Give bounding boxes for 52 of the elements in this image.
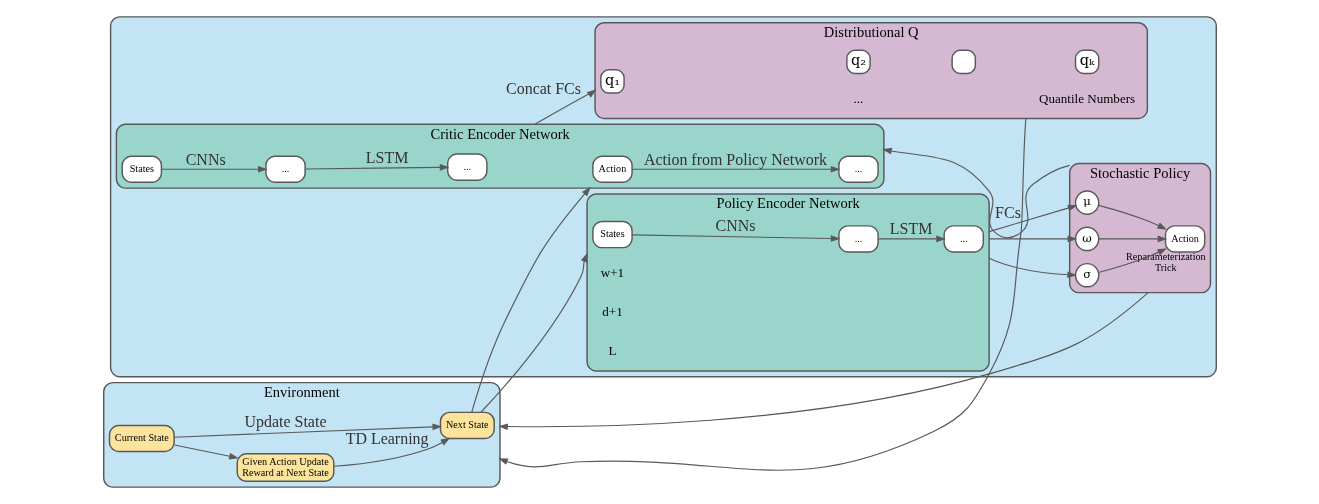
node-box: States — [591, 220, 633, 249]
arrow — [160, 165, 268, 173]
arrow — [631, 165, 840, 173]
label: d+1 — [601, 304, 623, 320]
edge-label: TD Learning — [345, 430, 429, 448]
node-box: ... — [837, 225, 879, 253]
label: Quantile Numbers — [1038, 90, 1135, 106]
node-box: ... — [837, 155, 879, 184]
edge-label: Action from Policy Network — [643, 150, 827, 168]
edge-label: Concat FCs — [505, 80, 581, 98]
arrow — [881, 147, 1070, 239]
arrow — [877, 235, 946, 243]
node-circle: μ — [1074, 190, 1099, 215]
label: ... — [853, 90, 863, 106]
label: L — [607, 343, 616, 359]
node-box: Action — [591, 155, 633, 184]
arrow — [479, 252, 588, 413]
node-box: Given Action Update Reward at Next State — [236, 453, 334, 483]
label: w+1 — [600, 264, 624, 280]
edge-label: LSTM — [889, 220, 932, 238]
arrow — [173, 444, 239, 460]
arrow — [988, 235, 1077, 243]
arrow — [470, 186, 591, 413]
node-box: States — [121, 155, 162, 184]
arrow — [1097, 248, 1167, 274]
node-box: ... — [942, 225, 984, 253]
edge-label: FCs — [994, 204, 1021, 222]
node-circle: ω — [1074, 226, 1099, 252]
node-label: Reparameterization Trick — [1125, 251, 1206, 274]
node-box: ... — [446, 153, 488, 181]
node-box — [950, 49, 976, 75]
arrow — [173, 423, 442, 438]
node-box: Action — [1164, 225, 1205, 253]
arrow — [1097, 204, 1167, 230]
arrow — [988, 204, 1077, 233]
node-circle: σ — [1074, 262, 1099, 288]
node-box: Next State — [439, 411, 495, 440]
arrow — [304, 164, 449, 171]
arrow — [332, 437, 450, 467]
cluster — [109, 16, 1217, 378]
node-box: ... — [264, 155, 306, 184]
arrow — [497, 292, 1149, 431]
edge-label: CNNs — [185, 150, 226, 168]
arrow — [631, 234, 840, 242]
arrow — [533, 89, 596, 125]
edge-label: LSTM — [365, 149, 408, 167]
edge-label: CNNs — [715, 216, 755, 234]
edge-label: Update State — [244, 412, 326, 430]
arrow — [988, 257, 1077, 279]
arrow — [497, 117, 1026, 471]
arrow — [1097, 235, 1167, 243]
node-box: Current State — [108, 424, 175, 453]
